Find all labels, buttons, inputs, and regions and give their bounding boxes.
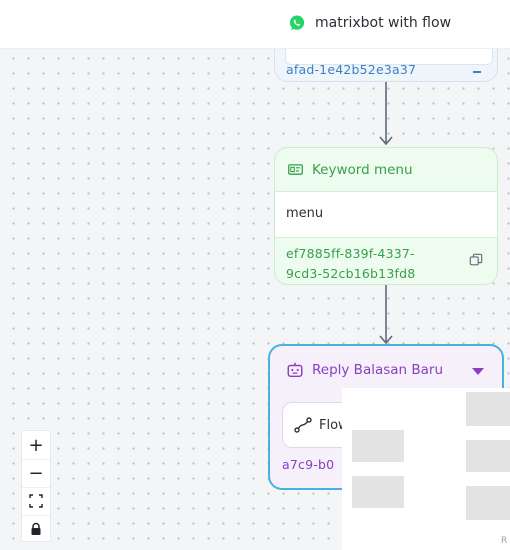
top-bar: matrixbot with flow [0, 0, 510, 49]
overlay-block [466, 486, 510, 520]
lock-icon [31, 522, 41, 535]
controls-divider [22, 459, 50, 460]
controls-divider [22, 487, 50, 488]
brand: matrixbot with flow [288, 14, 451, 32]
overlay-block [466, 392, 510, 426]
node-reply-title: Reply Balasan Baru [312, 362, 444, 378]
dropdown-overlay [342, 388, 510, 550]
node-previous-id: afad-1e42b52e3a37 [286, 62, 417, 77]
node-keyword-value: menu [286, 206, 324, 221]
node-reply-header: Reply Balasan Baru [270, 346, 502, 394]
overlay-block [352, 476, 404, 508]
node-reply-id: a7c9-b0 [282, 450, 402, 474]
node-keyword-id-line1: ef7885ff-839f-4337- [286, 246, 415, 261]
node-keyword-menu[interactable]: Keyword menu menu ef7885ff-839f-4337- 9c… [274, 147, 498, 285]
app-title: matrixbot with flow [315, 15, 452, 31]
caret-down-icon[interactable] [472, 368, 484, 375]
edge-keyword-to-reply [379, 285, 393, 345]
node-keyword-id-line2: 9cd3-52cb16b13fd8 [286, 266, 416, 281]
node-keyword-id: ef7885ff-839f-4337- 9cd3-52cb16b13fd8 [286, 244, 456, 284]
zoom-in-label: + [28, 434, 44, 456]
attribution: R [501, 536, 508, 546]
zoom-in-button[interactable]: + [22, 431, 50, 459]
overlay-block [352, 430, 404, 462]
node-reply-id-line2: a7c9-b0 [282, 457, 335, 472]
node-keyword-body: menu [275, 191, 497, 238]
overlay-block [466, 440, 510, 472]
whatsapp-icon [289, 15, 305, 31]
flow-button-label: Flow [319, 417, 349, 433]
flow-route-icon [294, 417, 312, 433]
canvas-controls: + − [21, 430, 51, 542]
node-keyword-title: Keyword menu [312, 161, 413, 178]
lock-button[interactable] [22, 515, 50, 543]
zoom-out-button[interactable]: − [22, 459, 50, 487]
fit-view-button[interactable] [22, 487, 50, 515]
controls-divider [22, 515, 50, 516]
keyword-icon [288, 164, 303, 175]
edge-previous-to-keyword [379, 82, 393, 146]
zoom-out-label: − [28, 462, 44, 484]
node-previous-handle[interactable] [473, 71, 481, 73]
copy-icon[interactable] [469, 253, 483, 267]
node-keyword-header: Keyword menu [275, 148, 497, 191]
bot-icon [287, 362, 303, 378]
fit-view-icon [29, 494, 43, 508]
